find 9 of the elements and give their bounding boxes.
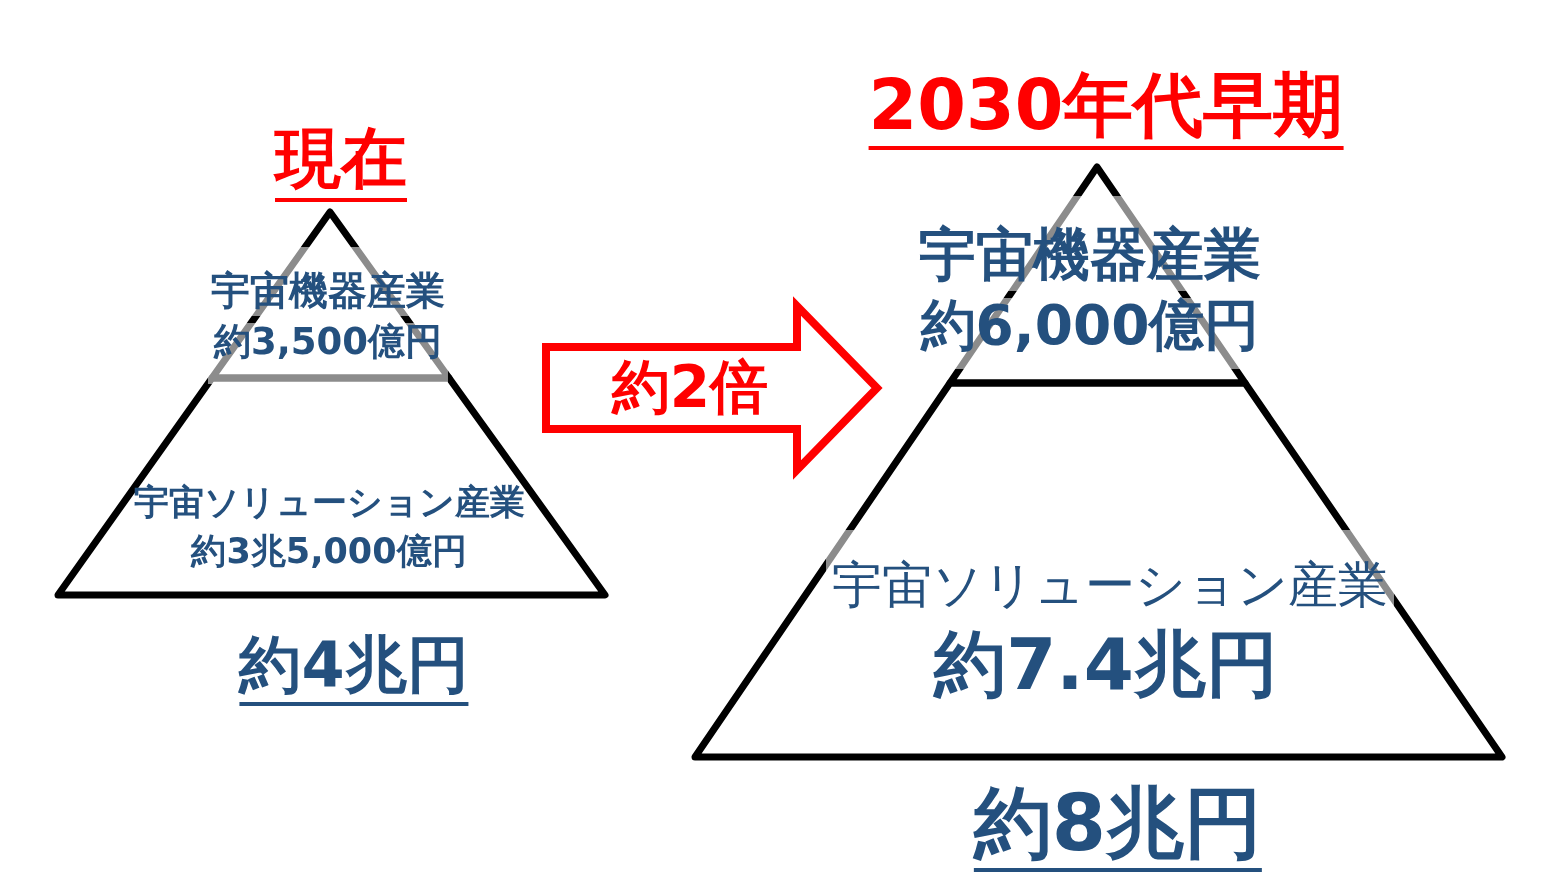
segment-value: 約3,500億円 (208, 323, 448, 384)
block-arrow (542, 296, 883, 480)
total-value: 約8兆円 (973, 784, 1263, 872)
edge-label: 約2倍 (611, 358, 769, 416)
total-value: 約4兆円 (239, 634, 469, 706)
segment-value: 約3兆5,000億円 (191, 534, 467, 569)
period-heading: 2030年代早期 (868, 70, 1344, 150)
period-heading: 現在 (275, 126, 407, 202)
segment-name: 宇宙ソリューション産業 (133, 485, 525, 520)
